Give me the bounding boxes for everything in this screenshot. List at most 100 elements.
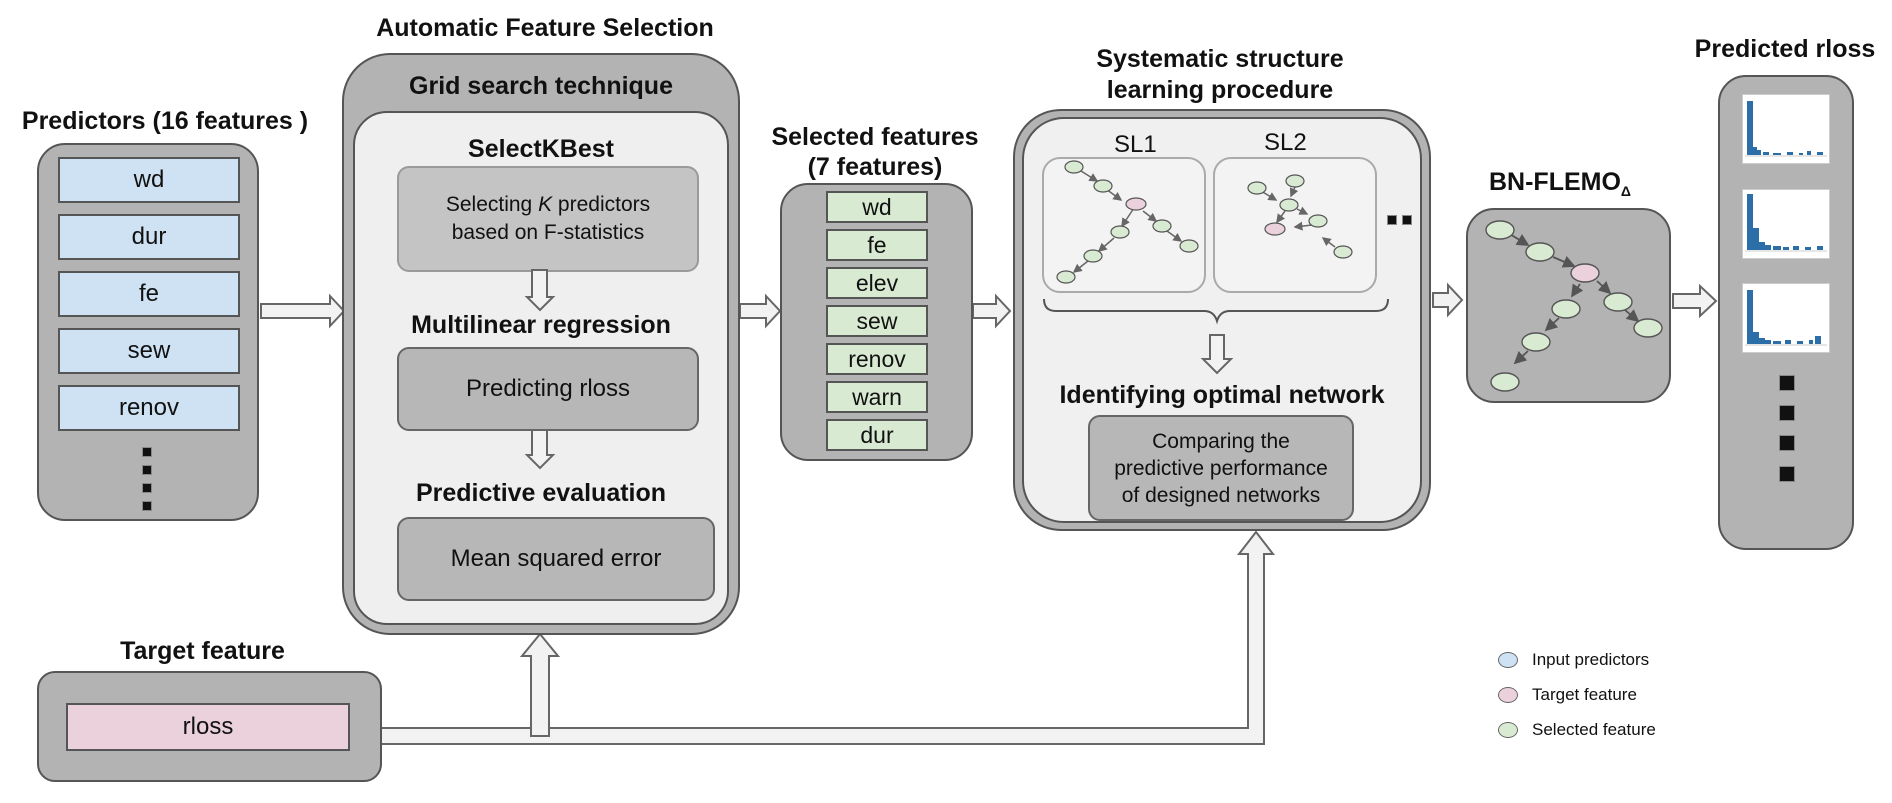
predictor-item: wd (58, 157, 240, 203)
optimal-box-line: predictive performance (1114, 456, 1328, 480)
optimal-box-line: of designed networks (1121, 483, 1321, 507)
target-title: Target feature (120, 637, 285, 665)
evaluation-box: Mean squared error (397, 517, 715, 601)
network-node (1110, 225, 1130, 239)
evaluation-title: Predictive evaluation (415, 479, 667, 507)
predictor-item: fe (58, 271, 240, 317)
histogram-thumbnail (1742, 283, 1830, 353)
histogram-chart (1745, 101, 1827, 157)
legend-swatch-selected (1498, 722, 1518, 738)
grid-search-title: Grid search technique (409, 72, 673, 100)
legend-label: Selected feature (1532, 720, 1656, 739)
arrow-bn-to-predicted (1672, 283, 1718, 319)
network-node (1490, 372, 1520, 392)
structure-title: Systematic structure learning procedure (1060, 44, 1380, 106)
network-node (1125, 197, 1147, 211)
legend-swatch-input (1498, 652, 1518, 668)
selectkbest-line2: based on F-statistics (451, 221, 645, 244)
arrow-target-to-structure (380, 530, 1276, 745)
network-node (1633, 318, 1663, 338)
network-node (1093, 179, 1113, 193)
optimal-box-line: Comparing the (1152, 429, 1290, 453)
network-node (1525, 242, 1555, 262)
brace-and-arrow (1043, 298, 1389, 375)
selected-item: fe (826, 229, 928, 261)
arrow-down-icon (1200, 334, 1234, 375)
arrow-down-icon (524, 429, 556, 470)
ellipsis-dot (1402, 215, 1412, 225)
arrow-selected-to-structure (972, 293, 1012, 329)
selected-item: elev (826, 267, 928, 299)
arrow-target-to-selection (519, 632, 561, 737)
bn-flemo-subscript: Δ (1620, 183, 1631, 199)
legend-label: Input predictors (1532, 650, 1650, 669)
selected-panel: wd fe elev sew renov warn dur (780, 183, 973, 461)
network-node (1247, 181, 1267, 195)
selected-item: sew (826, 305, 928, 337)
predictor-item: sew (58, 328, 240, 374)
selected-item: wd (826, 191, 928, 223)
bn-flemo-title-text: BN-FLEMO (1489, 168, 1621, 196)
target-panel: rloss (37, 671, 382, 782)
sl2-network-graph (1247, 174, 1353, 259)
histogram-thumbnail (1742, 94, 1830, 164)
predictor-item: renov (58, 385, 240, 431)
selected-title: Selected features (7 features) (760, 122, 990, 182)
sl1-network (1042, 157, 1206, 293)
predictor-item: dur (58, 214, 240, 260)
selected-title-line1: Selected features (771, 123, 979, 151)
ellipsis-dot (1387, 215, 1397, 225)
predicted-panel (1718, 75, 1854, 550)
regression-box: Predicting rloss (397, 347, 699, 431)
arrow-down-icon (524, 269, 556, 312)
structure-inner: SL1 SL2 (1022, 117, 1422, 523)
ellipsis-dot (1779, 405, 1795, 421)
sl2-label: SL2 (1264, 129, 1307, 156)
network-node (1083, 249, 1103, 263)
sl1-label: SL1 (1114, 131, 1157, 158)
legend-label: Target feature (1532, 685, 1637, 704)
network-node (1485, 220, 1515, 240)
network-node (1308, 214, 1328, 228)
arrow-selection-to-selected (739, 293, 782, 329)
selectkbest-line1: Selecting K predictors (445, 193, 651, 216)
network-node (1279, 198, 1299, 212)
sl2-network (1213, 157, 1377, 293)
network-node (1152, 219, 1172, 233)
selected-item: dur (826, 419, 928, 451)
bn-flemo-title: BN-FLEMOΔ (1460, 167, 1660, 207)
selectkbest-title: SelectKBest (468, 135, 614, 163)
selected-title-line2: (7 features) (807, 153, 943, 181)
target-value: rloss (66, 703, 350, 751)
network-node (1179, 239, 1199, 253)
network-node (1570, 263, 1600, 283)
histogram-thumbnail (1742, 189, 1830, 259)
network-node (1521, 332, 1551, 352)
legend-item: Input predictors (1498, 650, 1649, 670)
histogram-chart (1745, 194, 1827, 252)
structure-panel: SL1 SL2 (1013, 109, 1431, 531)
network-node (1333, 245, 1353, 259)
ellipsis-dot (1779, 375, 1795, 391)
ellipsis-dot (142, 447, 152, 457)
sl1-network-graph (1056, 160, 1199, 284)
legend-item: Target feature (1498, 685, 1637, 705)
network-node (1603, 292, 1633, 312)
ellipsis-dot (142, 465, 152, 475)
arrow-predictors-to-selection (260, 293, 346, 329)
ellipsis-dot (1779, 435, 1795, 451)
predictors-panel: wd dur fe sew renov (37, 143, 259, 521)
structure-title-line1: Systematic structure (1096, 45, 1344, 73)
grid-search-inner: SelectKBest Selecting K predictors based… (353, 111, 729, 625)
optimal-network-box: Comparing the predictive performance of … (1088, 415, 1354, 521)
histogram-chart (1745, 290, 1827, 346)
network-node (1285, 174, 1305, 188)
legend-swatch-target (1498, 687, 1518, 703)
predictors-title: Predictors (16 features ) (21, 107, 309, 135)
ellipsis-dot (142, 501, 152, 511)
selected-item: warn (826, 381, 928, 413)
ellipsis-dot (142, 483, 152, 493)
brace-icon (1043, 298, 1389, 325)
